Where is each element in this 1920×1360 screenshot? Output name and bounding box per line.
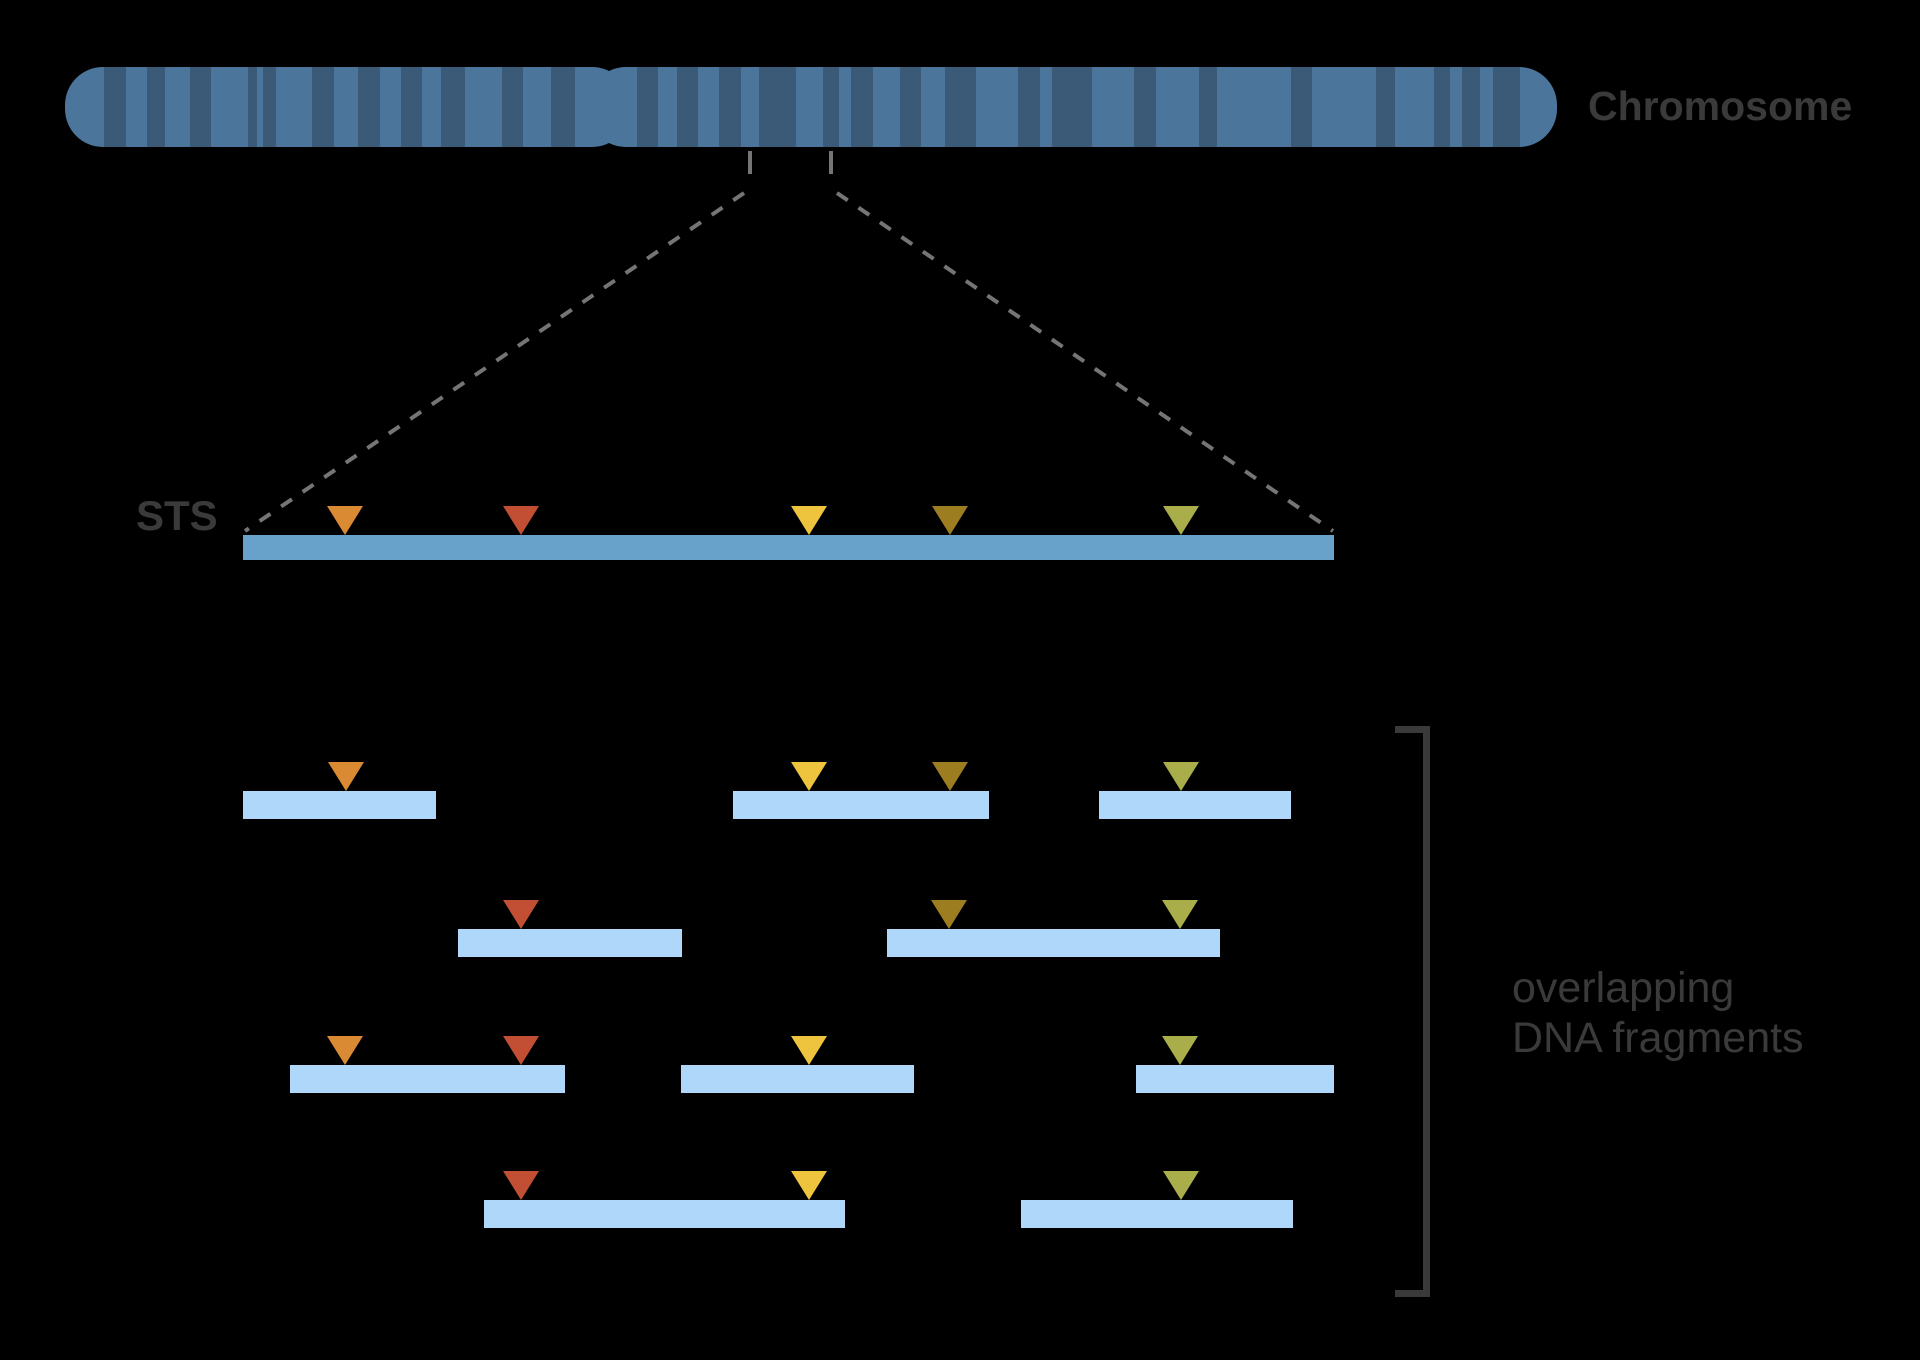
chromosome-band	[1199, 67, 1217, 147]
chromosome-band	[637, 67, 658, 147]
gold-marker-icon	[932, 762, 968, 791]
yellow-marker-icon	[791, 1171, 827, 1200]
orange-marker-icon	[327, 1036, 363, 1065]
chromosome-band	[677, 67, 698, 147]
red-marker-icon	[503, 506, 539, 535]
chromosome-band	[719, 67, 741, 147]
olive-marker-icon	[1163, 1171, 1199, 1200]
chromosome-band	[312, 67, 334, 147]
chromosome-band	[1052, 67, 1092, 147]
chromosome-arm	[588, 67, 1557, 147]
olive-marker-icon	[1163, 762, 1199, 791]
orange-marker-icon	[327, 506, 363, 535]
dna-fragment	[733, 791, 989, 819]
sts-label: STS	[136, 492, 218, 539]
callout-dashed-line	[243, 191, 746, 533]
bracket-top-tick	[1395, 726, 1430, 733]
chromosome-band	[401, 67, 422, 147]
dna-fragment	[243, 791, 436, 819]
chromosome-band	[441, 67, 465, 147]
chromosome-label: Chromosome	[1588, 83, 1853, 129]
red-marker-icon	[503, 900, 539, 929]
chromosome-band	[900, 67, 921, 147]
chromosome-band	[1493, 67, 1520, 147]
dna-fragment	[290, 1065, 565, 1093]
chromosome-band	[248, 67, 257, 147]
chromosome-band	[551, 67, 575, 147]
gold-marker-icon	[932, 506, 968, 535]
chromosome-band	[1291, 67, 1312, 147]
gold-marker-icon	[931, 900, 967, 929]
dna-fragment	[1099, 791, 1291, 819]
callout-dashed-line	[835, 191, 1335, 533]
chromosome-band	[147, 67, 165, 147]
chromosome-band	[1018, 67, 1040, 147]
chromosome-band	[945, 67, 976, 147]
chromosome-band	[263, 67, 276, 147]
chromosome-band	[502, 67, 523, 147]
chromosome-band	[1434, 67, 1450, 147]
dna-fragment	[1021, 1200, 1293, 1228]
chromosome-band	[1462, 67, 1480, 147]
dna-fragment	[1136, 1065, 1334, 1093]
fragments-label-line2: DNA fragments	[1512, 1014, 1804, 1062]
overlapping-fragments-label: overlapping DNA fragments	[1512, 963, 1804, 1063]
fragments-label-line1: overlapping	[1512, 964, 1735, 1012]
dna-fragment	[887, 929, 1220, 957]
dna-fragment	[681, 1065, 914, 1093]
chromosome-band	[823, 67, 839, 147]
chromosome-band	[851, 67, 873, 147]
orange-marker-icon	[328, 762, 364, 791]
yellow-marker-icon	[791, 762, 827, 791]
bracket-bottom-tick	[1395, 1290, 1430, 1297]
chromosome-arm	[65, 67, 630, 147]
chromosome-band	[759, 67, 796, 147]
olive-marker-icon	[1162, 900, 1198, 929]
chromosome-band	[1134, 67, 1156, 147]
chromosome-band	[190, 67, 211, 147]
chromosome-band	[104, 67, 126, 147]
dna-fragment	[458, 929, 682, 957]
chromosome-band	[358, 67, 380, 147]
olive-marker-icon	[1162, 1036, 1198, 1065]
yellow-marker-icon	[791, 1036, 827, 1065]
red-marker-icon	[503, 1171, 539, 1200]
chromosome-band	[1376, 67, 1395, 147]
sts-bar	[243, 535, 1334, 560]
yellow-marker-icon	[791, 506, 827, 535]
red-marker-icon	[503, 1036, 539, 1065]
bracket-vertical-line	[1423, 726, 1430, 1297]
olive-marker-icon	[1163, 506, 1199, 535]
dna-fragment	[484, 1200, 845, 1228]
